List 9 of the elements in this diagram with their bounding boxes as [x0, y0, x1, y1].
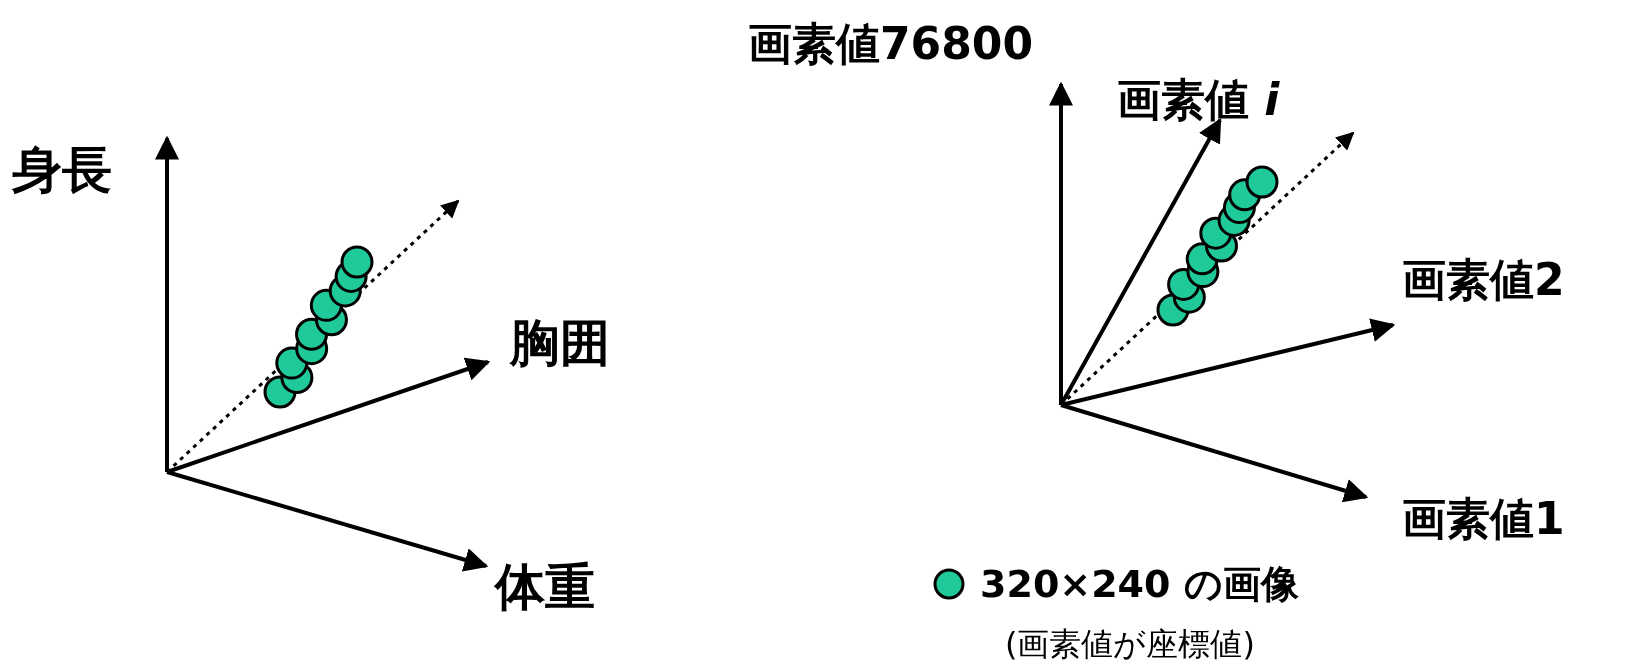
- axis-label: 胸囲: [510, 318, 610, 368]
- axis-label: 画素値2: [1402, 258, 1565, 302]
- axis-label: 画素値1: [1402, 497, 1565, 541]
- axis-label: 体重: [495, 562, 595, 612]
- note: (画素値が座標値): [1005, 628, 1255, 660]
- axis-label: 身長: [12, 145, 112, 195]
- axis-label: 画素値76800: [748, 22, 1034, 66]
- legend-label: 320×240 の画像: [980, 565, 1299, 603]
- axis-label: 画素値 i: [1117, 78, 1280, 122]
